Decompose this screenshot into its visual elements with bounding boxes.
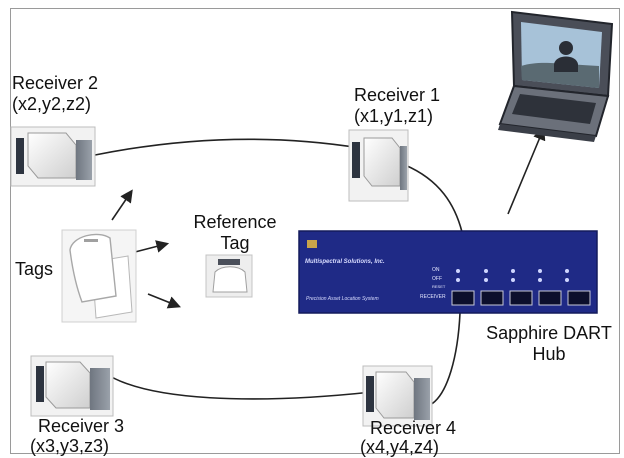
receiver-1-coords: (x1,y1,z1) [354, 106, 434, 126]
arrow-tags-to-receiver2 [111, 189, 133, 221]
receiver-2-name: Receiver 2 [12, 73, 99, 93]
receiver-1-name: Receiver 1 [354, 85, 441, 105]
tags-label: Tags [15, 259, 54, 279]
arrow-tags-to-lower-right [147, 293, 181, 309]
arrow-hub-to-laptop [507, 127, 546, 215]
receiver-2-coords: (x2,y2,z2) [12, 94, 92, 114]
receiver-3-device [30, 355, 114, 417]
reference-tag-label-line1: Reference [193, 212, 277, 232]
hub-label-line1: Sapphire DART [486, 323, 612, 343]
receiver-4-coords: (x4,y4,z4) [360, 437, 440, 457]
cable-r1-hub [404, 164, 463, 233]
hub-on-label: ON [432, 267, 440, 273]
cable-r2-r1 [94, 138, 361, 156]
hub-indicator-leds [456, 269, 569, 282]
hub-device [298, 230, 598, 314]
diagram-frame [10, 8, 620, 454]
hub-off-label: OFF [432, 276, 442, 282]
reference-tag-label-line2: Tag [220, 233, 250, 253]
hub-label-line2: Hub [532, 344, 566, 364]
tags-image [61, 229, 137, 323]
arrow-tags-to-reference-tag [134, 240, 170, 253]
hub-reset-label: RESET [432, 284, 446, 289]
hub-tagline-text: Precision Asset Location System [306, 296, 379, 302]
receiver-3-name: Receiver 3 [38, 416, 125, 436]
receiver-2-device [10, 126, 96, 187]
cable-r4-hub [429, 312, 461, 406]
receiver-4-name: Receiver 4 [370, 418, 457, 438]
receiver-1-device [348, 129, 409, 202]
hub-receiver-label: RECEIVER [420, 294, 446, 300]
laptop-icon [498, 10, 614, 142]
reference-tag-image [205, 254, 253, 298]
hub-logo-icon [307, 240, 317, 248]
hub-receiver-ports [451, 290, 591, 306]
receiver-4-device [362, 365, 433, 427]
hub-brand-text: Multispectral Solutions, Inc. [305, 259, 385, 265]
cable-r3-r4 [107, 374, 373, 400]
receiver-3-coords: (x3,y3,z3) [30, 436, 110, 456]
